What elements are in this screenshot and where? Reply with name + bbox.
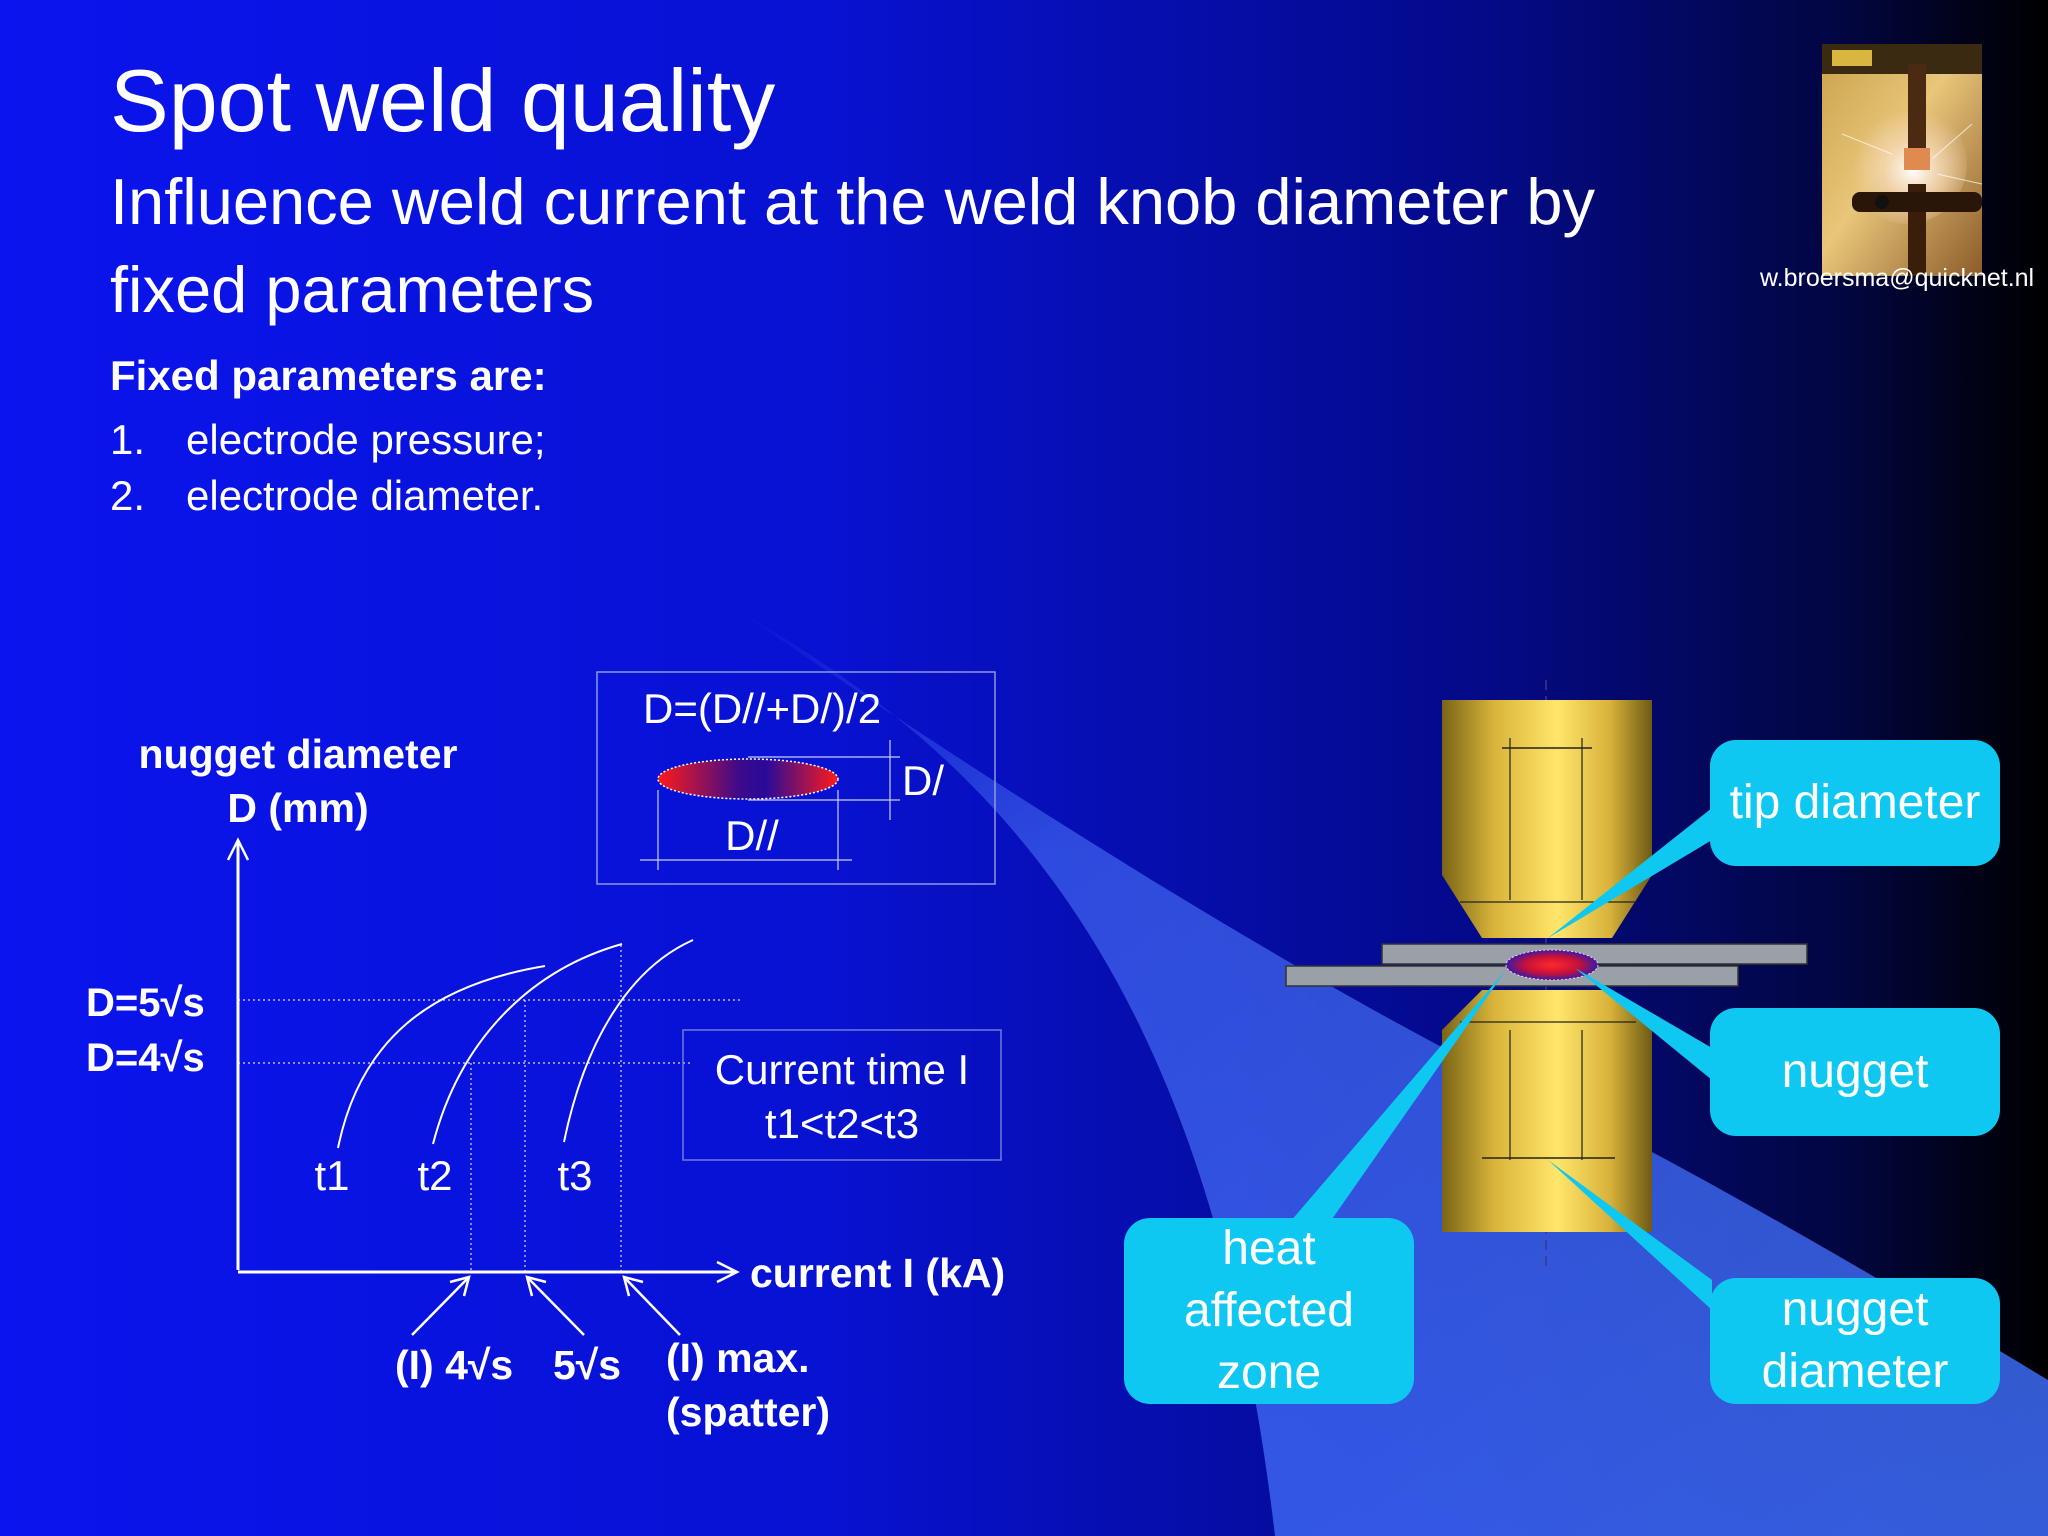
callout-tip-diameter: tip diameter [1710, 740, 2000, 866]
list-item-number: 1. [110, 416, 146, 463]
electrode-illustration [1285, 680, 1808, 1310]
x-axis-arrow [716, 1260, 740, 1284]
y-tick-d4: D=4√s [86, 1036, 205, 1080]
d-par-label: D// [725, 812, 779, 859]
page-subtitle: Influence weld current at the weld knob … [110, 165, 1596, 326]
arrow-max-head [622, 1275, 644, 1297]
callout-nugget-diameter: nugget diameter [1710, 1278, 2000, 1404]
weld-nugget [1505, 949, 1599, 981]
lower-electrode [1442, 990, 1652, 1232]
x-marker-5s: 5√s [553, 1342, 621, 1388]
list-item-text: electrode diameter. [186, 472, 544, 519]
upper-electrode [1442, 700, 1652, 938]
callout-nugget: nugget [1710, 1008, 2000, 1136]
list-item-text: electrode pressure; [186, 416, 546, 463]
list-item: 2. electrode diameter. [110, 472, 543, 520]
curve-t2 [432, 943, 623, 1145]
page-title: Spot weld quality [110, 51, 776, 150]
formula-frame [596, 671, 996, 885]
arrow-max [623, 1276, 681, 1336]
y-axis-label-line1: nugget diameter [139, 731, 458, 777]
pointer-nugget [1575, 968, 1712, 1080]
nugget-ellipse [657, 758, 839, 800]
formula-text: D=(D//+D/)/2 [643, 685, 881, 732]
arrow-4s-head [449, 1275, 471, 1297]
callout-tip-diameter-text: tip diameter [1729, 776, 1981, 829]
formula-box [596, 671, 996, 885]
d-perp-label: D/ [902, 757, 944, 804]
arrow-5s [526, 1276, 585, 1336]
curve-t1 [337, 965, 546, 1149]
callout-nugget-diameter-line1: nugget [1781, 1283, 1929, 1336]
max-label-line2: (spatter) [666, 1389, 830, 1435]
x-marker-4s: (I) 4√s [395, 1342, 513, 1388]
pointer-haz [1290, 970, 1506, 1222]
y-tick-d5: D=5√s [86, 981, 205, 1025]
x-axis-label: current I (kA) [750, 1250, 1005, 1296]
legend-box [682, 1029, 1002, 1161]
legend-line1: Current time I [715, 1046, 969, 1093]
arrow-4s [411, 1276, 470, 1336]
curve-t3 [563, 939, 694, 1143]
max-label-line1: (I) max. [666, 1335, 810, 1381]
nugget-diameter-graph [226, 837, 1002, 1336]
curve-label-t3: t3 [557, 1152, 592, 1199]
curve-label-t2: t2 [417, 1152, 452, 1199]
callout-nugget-text: nugget [1781, 1045, 1929, 1098]
y-axis-label-line2: D (mm) [227, 785, 368, 831]
welding-photo [1822, 44, 1982, 276]
curve-label-t1: t1 [314, 1152, 349, 1199]
callout-heat-affected-zone: heat affected zone [1124, 1218, 1414, 1404]
callout-haz-line2: affected [1184, 1284, 1354, 1337]
contact-email: w.broersma@quicknet.nl [1760, 264, 2035, 292]
list-item-number: 2. [110, 472, 146, 519]
pointer-tip-diameter [1548, 808, 1712, 938]
callout-haz-line1: heat [1222, 1222, 1316, 1275]
arrow-5s-head [525, 1275, 547, 1297]
fixed-params-heading: Fixed parameters are: [110, 352, 547, 399]
legend-line2: t1<t2<t3 [765, 1100, 919, 1147]
callout-nugget-diameter-line2: diameter [1761, 1345, 1949, 1398]
y-axis-arrow [226, 837, 250, 861]
pointer-nugget-diameter [1548, 1160, 1712, 1310]
welding-photo-art [1822, 44, 1982, 276]
callout-haz-line3: zone [1216, 1346, 1322, 1399]
list-item: 1. electrode pressure; [110, 416, 546, 464]
